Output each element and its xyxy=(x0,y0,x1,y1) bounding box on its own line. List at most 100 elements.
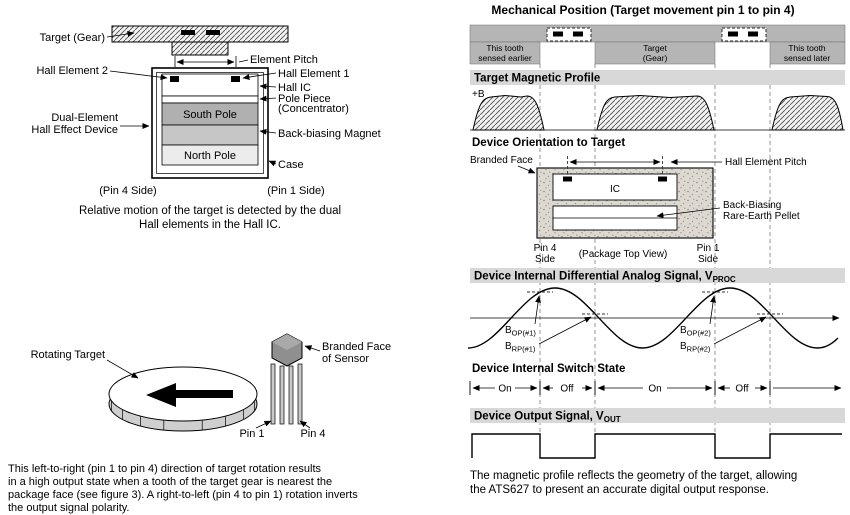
left-callouts: Hall Element 2 Dual-Element Hall Effect … xyxy=(31,65,168,136)
dual-element-label-line2: Hall Effect Device xyxy=(31,124,118,136)
pole-piece-block xyxy=(161,95,259,104)
tooth-earlier-label-line2: sensed earlier xyxy=(478,53,532,63)
switch-state-label-on-1: On xyxy=(498,384,511,395)
section-header-bar xyxy=(470,268,845,283)
section-header-bar xyxy=(470,70,845,85)
mechanical-position-title: Mechanical Position (Target movement pin… xyxy=(491,3,794,17)
switch-state-section: Device Internal Switch State On Of xyxy=(469,363,842,395)
switch-state-label-off-2: Off xyxy=(735,384,748,395)
sensor-pins xyxy=(270,363,303,425)
analog-signal-header-sub: PROC xyxy=(713,275,736,284)
sensed-tooth-marker-right xyxy=(721,27,767,42)
case-label: Case xyxy=(278,159,304,171)
tooth-mark-right xyxy=(206,30,220,35)
leader-line xyxy=(106,30,135,38)
caption-line: Relative motion of the target is detecte… xyxy=(79,205,341,217)
gear-tooth-center xyxy=(594,41,716,65)
pellet-label-line1: Back-Biasing xyxy=(723,200,781,211)
hall-element-1-mark xyxy=(231,76,240,82)
hall-ic-label: Hall IC xyxy=(278,82,311,94)
target-gear-callout: Target (Gear) xyxy=(40,30,135,44)
pin4-label: Pin 4 xyxy=(300,428,325,440)
bop1-label: BOP(#1) xyxy=(505,325,536,338)
pole-piece-label-line1: Pole Piece xyxy=(278,93,331,105)
rotating-target-label: Rotating Target xyxy=(31,349,105,361)
hall-element-pitch-callout: Hall Element Pitch xyxy=(567,156,807,174)
switch-state-header: Device Internal Switch State xyxy=(472,363,625,375)
tooth-later-label-line1: This tooth xyxy=(788,43,826,53)
brp2-main: B xyxy=(680,341,687,352)
brp1-label: BRP(#1) xyxy=(505,341,536,354)
analog-signal-section: Device Internal Differential Analog Sign… xyxy=(467,268,845,354)
branded-face-label-line1: Branded Face xyxy=(322,341,391,353)
pin4-side-label-line1: Pin 4 xyxy=(534,243,557,254)
package-top-view-label: (Package Top View) xyxy=(579,249,668,260)
vout-square-wave xyxy=(471,433,842,459)
plus-b-label: +B xyxy=(472,89,485,100)
switch-state-label-on-2: On xyxy=(648,384,661,395)
brp2-sub: RP(#2) xyxy=(687,345,711,354)
branded-face-label-line2: of Sensor xyxy=(322,353,369,365)
rotation-caption: This left-to-right (pin 1 to pin 4) dire… xyxy=(8,463,358,514)
right-panel: Mechanical Position (Target movement pin… xyxy=(467,3,846,496)
analog-signal-header-main: Device Internal Differential Analog Sign… xyxy=(474,271,713,283)
gear-tooth xyxy=(171,41,229,56)
tooth-mark-left xyxy=(181,30,195,35)
case-inner xyxy=(156,72,264,174)
gear-tooth-later xyxy=(769,41,846,65)
magnet-mid-block xyxy=(161,124,259,146)
ic-label: IC xyxy=(610,184,620,195)
caption-line: the output signal polarity. xyxy=(8,502,129,514)
profile-hump-3 xyxy=(771,94,844,131)
dual-element-label-line1: Dual-Element xyxy=(51,112,118,124)
target-gear-label: Target (Gear) xyxy=(40,32,105,44)
brp2-label: BRP(#2) xyxy=(680,341,711,354)
target-gear-label-line1: Target xyxy=(643,43,667,53)
element-pitch-label: Element Pitch xyxy=(250,54,318,66)
bop1-main: B xyxy=(505,325,512,336)
output-signal-header-sub: OUT xyxy=(604,415,621,424)
gear-tooth-earlier xyxy=(469,41,541,65)
gear-body xyxy=(111,25,289,43)
package-ic-block xyxy=(552,173,678,201)
target-gear-label-line2: (Gear) xyxy=(643,53,668,63)
magnetic-profile-section: Target Magnetic Profile +B xyxy=(470,70,845,131)
profile-hump-2 xyxy=(596,94,715,131)
caption-line: This left-to-right (pin 1 to pin 4) dire… xyxy=(8,463,322,475)
left-panel: Target (Gear) Element Pitch South Pole N… xyxy=(8,25,391,514)
tooth-earlier-label-line1: This tooth xyxy=(486,43,524,53)
pin1-side-label-line1: Pin 1 xyxy=(697,243,720,254)
pin4-side-label-line2: Side xyxy=(535,254,555,265)
branded-face-label: Branded Face xyxy=(470,155,533,166)
hall-element-1-label: Hall Element 1 xyxy=(278,68,350,80)
analog-signal-header: Device Internal Differential Analog Sign… xyxy=(474,271,736,285)
hall-device-cross-section: South Pole North Pole xyxy=(151,67,269,179)
cross-section-caption: Relative motion of the target is detecte… xyxy=(79,205,341,231)
caption-line: package face (see figure 3). A right-to-… xyxy=(8,489,358,501)
brp1-main: B xyxy=(505,341,512,352)
switch-state-label-off-1: Off xyxy=(560,384,573,395)
element-pitch-callout: Element Pitch xyxy=(174,54,318,67)
hall-mark-right xyxy=(658,176,667,182)
tooth-later-label-line2: sensed later xyxy=(784,53,830,63)
hall-element-pitch-label: Hall Element Pitch xyxy=(725,157,807,168)
pole-piece-label-line2: (Concentrator) xyxy=(278,103,349,115)
brp1-sub: RP(#1) xyxy=(512,345,536,354)
pin1-side-label-line2: Side xyxy=(698,254,718,265)
rotation-direction-arrow xyxy=(146,383,233,407)
bop1-sub: OP(#1) xyxy=(512,329,537,338)
device-orientation-header: Device Orientation to Target xyxy=(472,137,625,149)
switch-state-ticks xyxy=(469,381,771,395)
bop2-sub: OP(#2) xyxy=(687,329,712,338)
profile-hump-1 xyxy=(472,94,545,131)
pin4-side-label: (Pin 4 Side) xyxy=(99,185,156,197)
north-pole-label: North Pole xyxy=(184,150,236,162)
gear-target-cross-section xyxy=(111,25,289,56)
sensed-tooth-marker-left xyxy=(546,27,592,42)
device-orientation-section: Device Orientation to Target Branded Fac… xyxy=(470,137,807,265)
pin1-label: Pin 1 xyxy=(239,428,264,440)
right-callouts: Hall Element 1 Hall IC Pole Piece (Conce… xyxy=(242,68,381,171)
output-signal-section: Device Output Signal, VOUT xyxy=(470,408,845,459)
rotation-diagram: Rotating Target Branded Face of Sensor P… xyxy=(31,333,391,440)
